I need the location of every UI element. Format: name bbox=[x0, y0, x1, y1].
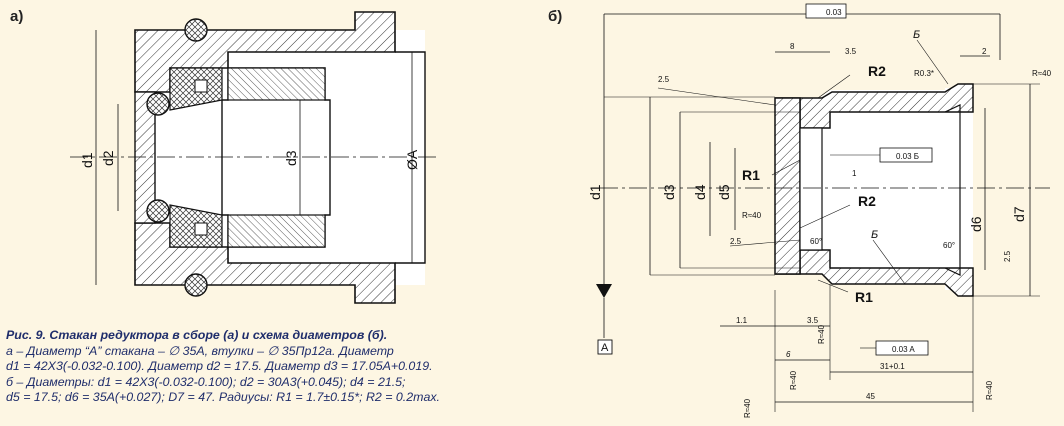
b-r40-e: R≈40 bbox=[743, 398, 752, 418]
a-d1-label: d1 bbox=[79, 152, 95, 168]
b-perp-b-label: 0.03 Б bbox=[896, 152, 919, 161]
b-dim-31: 31+0.1 bbox=[880, 362, 905, 371]
diameter-scheme bbox=[596, 3, 1050, 412]
b-dim-2-5-mid: 2.5 bbox=[730, 237, 742, 246]
a-d2-label: d2 bbox=[100, 150, 116, 166]
runout-frame bbox=[805, 3, 847, 19]
b-r1-bottom-label: R1 bbox=[855, 289, 873, 305]
b-dim-1-1: 1.1 bbox=[736, 316, 748, 325]
b-d5-label: d5 bbox=[716, 184, 732, 200]
b-dim-3-5-bot: 3.5 bbox=[807, 316, 819, 325]
b-dim-1: 1 bbox=[852, 169, 857, 178]
datum-a-box bbox=[597, 339, 613, 355]
b-dim-6: 6 bbox=[786, 350, 791, 359]
b-d6-label: d6 bbox=[968, 216, 984, 232]
b-dim-2-5-top: 2.5 bbox=[658, 75, 670, 84]
b-r40-f: R≈40 bbox=[985, 380, 994, 400]
b-r40-b: R≈40 bbox=[742, 211, 762, 220]
a-d3-label: d3 bbox=[283, 150, 299, 166]
caption-title: Рис. 9. Стакан редуктора в сборе (а) и с… bbox=[6, 328, 388, 342]
b-d4-label: d4 bbox=[692, 184, 708, 200]
caption-line-2: d1 = 42Х3(-0.032-0.100). Диаметр d2 = 17… bbox=[6, 359, 433, 373]
a-phiA-label: ØA bbox=[404, 149, 420, 170]
caption-line-3: б – Диаметры: d1 = 42Х3(-0.032-0.100); d… bbox=[6, 374, 406, 389]
panel-a-label: а) bbox=[10, 8, 24, 25]
b-d7-label: d7 bbox=[1011, 206, 1027, 222]
b-angle-60-a: 60° bbox=[810, 237, 822, 246]
b-r2-top-label: R2 bbox=[868, 63, 886, 79]
b-perp-a-label: 0.03 A bbox=[892, 345, 915, 354]
b-datum-a-label: A bbox=[601, 342, 609, 354]
b-dim-3-5-top: 3.5 bbox=[845, 47, 857, 56]
b-angle-60-b: 60° bbox=[943, 241, 955, 250]
b-d1-label: d1 bbox=[587, 184, 603, 200]
b-r03-label: R0.3* bbox=[914, 69, 934, 78]
b-runout-label: 0.03 bbox=[826, 8, 842, 17]
b-dim-45: 45 bbox=[866, 392, 875, 401]
b-dim-8: 8 bbox=[790, 42, 795, 51]
panel-b-label: б) bbox=[548, 8, 563, 25]
caption-line-4: d5 = 17.5; d6 = 35А(+0.027); D7 = 47. Ра… bbox=[6, 390, 440, 404]
b-r40-c: R≈40 bbox=[817, 324, 826, 344]
b-r1-top-label: R1 bbox=[742, 167, 760, 183]
b-r40-d: R≈40 bbox=[789, 370, 798, 390]
b-dim-2-5-right: 2.5 bbox=[1003, 250, 1012, 262]
b-b-mid-label: Б bbox=[871, 229, 878, 241]
b-r2-mid-label: R2 bbox=[858, 193, 876, 209]
b-r40-a: R≈40 bbox=[1032, 69, 1052, 78]
assembly-drawing bbox=[70, 11, 440, 304]
b-d3-label: d3 bbox=[661, 184, 677, 200]
b-dim-2: 2 bbox=[982, 47, 987, 56]
b-b-top-label: Б bbox=[913, 29, 920, 41]
caption-line-1: а – Диаметр “А” стакана – ∅ 35А, втулки … bbox=[6, 343, 394, 358]
figure-caption: Рис. 9. Стакан редуктора в сборе (а) и с… bbox=[6, 328, 526, 406]
